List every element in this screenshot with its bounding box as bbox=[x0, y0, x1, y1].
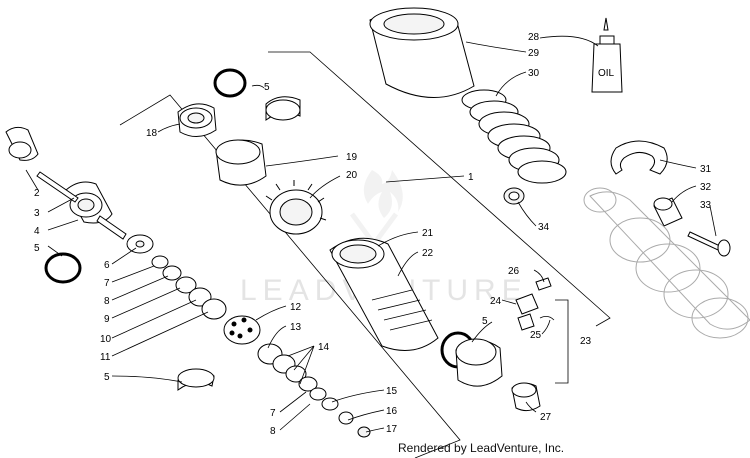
callout-29: 29 bbox=[528, 48, 540, 59]
callout-5-top: 5 bbox=[264, 82, 270, 93]
callout-14: 14 bbox=[318, 342, 330, 353]
assembled-shock-ghost bbox=[583, 187, 750, 339]
piston bbox=[223, 315, 261, 345]
callout-9: 9 bbox=[104, 314, 110, 325]
callout-8-left: 8 bbox=[104, 296, 110, 307]
callout-15: 15 bbox=[386, 386, 398, 397]
bearing-ring-lower bbox=[177, 368, 215, 391]
spring bbox=[461, 89, 567, 184]
leader-lines bbox=[25, 35, 717, 433]
callout-28: 28 bbox=[528, 32, 540, 43]
spring-adjuster-nut bbox=[265, 180, 327, 235]
reservoir-bushing bbox=[511, 382, 541, 412]
callout-18: 18 bbox=[146, 128, 158, 139]
shaft-rod bbox=[96, 215, 127, 240]
bushing-19 bbox=[215, 139, 267, 186]
callout-32: 32 bbox=[700, 182, 712, 193]
oil-label: OIL bbox=[598, 68, 615, 79]
callout-4: 4 bbox=[34, 226, 40, 237]
spring-retainer bbox=[610, 140, 668, 175]
spring-cover bbox=[369, 7, 475, 98]
callout-33: 33 bbox=[700, 200, 712, 211]
bolt-33 bbox=[687, 231, 731, 257]
shock-body bbox=[329, 237, 439, 351]
callout-5-lower: 5 bbox=[104, 372, 110, 383]
sleeve-32 bbox=[653, 197, 683, 227]
shaft-stud bbox=[36, 171, 79, 203]
adjuster-valve bbox=[515, 277, 555, 331]
callout-23: 23 bbox=[580, 336, 592, 347]
callout-26: 26 bbox=[508, 266, 520, 277]
eyelet-bushing bbox=[5, 126, 39, 161]
washer-stack-left bbox=[126, 234, 227, 320]
callout-11: 11 bbox=[100, 352, 111, 363]
callout-12: 12 bbox=[290, 302, 302, 313]
shaft-eye bbox=[65, 181, 113, 224]
callout-3: 3 bbox=[34, 208, 40, 219]
callout-21: 21 bbox=[422, 228, 434, 239]
callout-13: 13 bbox=[290, 322, 302, 333]
callout-17: 17 bbox=[386, 424, 398, 435]
callout-24: 24 bbox=[490, 296, 502, 307]
callout-16: 16 bbox=[386, 406, 398, 417]
callout-5-reservoir: 5 bbox=[482, 316, 488, 327]
bracket-left-group bbox=[119, 94, 461, 458]
bracket-1-group bbox=[268, 51, 611, 327]
bracket-23 bbox=[555, 299, 569, 384]
callout-25: 25 bbox=[530, 330, 542, 341]
callout-8-right: 8 bbox=[270, 426, 276, 437]
credit-text: Rendered by LeadVenture, Inc. bbox=[398, 441, 565, 455]
o-ring-top bbox=[213, 68, 247, 98]
oil-bottle: OIL bbox=[591, 17, 623, 93]
callout-7-right: 7 bbox=[270, 408, 276, 419]
callout-30: 30 bbox=[528, 68, 540, 79]
bushing-34 bbox=[503, 187, 525, 205]
callout-22: 22 bbox=[422, 248, 434, 259]
callout-5-shaft: 5 bbox=[34, 243, 40, 254]
callout-6: 6 bbox=[104, 260, 110, 271]
callout-1: 1 bbox=[468, 172, 474, 183]
callout-31: 31 bbox=[700, 164, 712, 175]
reservoir-cap bbox=[455, 338, 503, 387]
callout-27: 27 bbox=[540, 412, 552, 423]
seal-head bbox=[177, 103, 217, 137]
callout-19: 19 bbox=[346, 152, 358, 163]
o-ring-shaft bbox=[44, 252, 82, 284]
callout-7-left: 7 bbox=[104, 278, 110, 289]
callout-20: 20 bbox=[346, 170, 358, 181]
callout-34: 34 bbox=[538, 222, 550, 233]
callout-2: 2 bbox=[34, 188, 40, 199]
bearing-ring-top bbox=[265, 96, 301, 121]
washer-stack-right bbox=[257, 343, 371, 438]
callout-10: 10 bbox=[100, 334, 112, 345]
